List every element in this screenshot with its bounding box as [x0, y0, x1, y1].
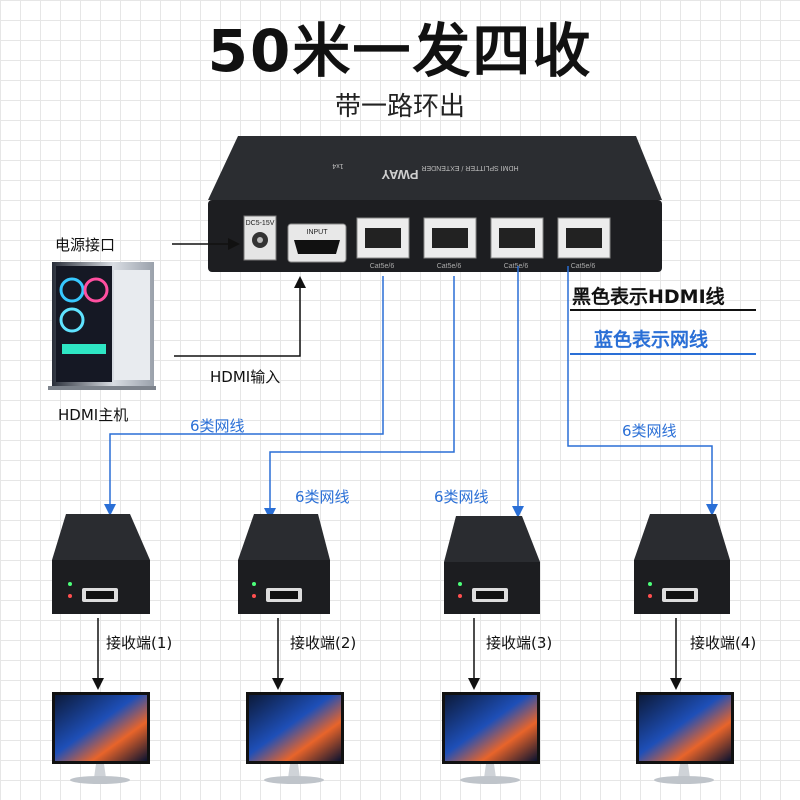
- legend-hdmi-line: 黑色表示HDMI线: [572, 286, 725, 308]
- receiver-label-1: 接收端(1): [106, 634, 173, 652]
- receiver-label-3: 接收端(3): [486, 634, 553, 652]
- network-line-4: [567, 266, 718, 516]
- receiver-label-4: 接收端(4): [690, 634, 757, 652]
- monitor-icon: [246, 692, 344, 784]
- receiver-device-4: [634, 514, 730, 614]
- rj45-port: Cat5e/6: [423, 217, 477, 270]
- rj45-port: Cat5e/6: [356, 217, 410, 270]
- monitor-icon: [636, 692, 734, 784]
- hdmi-line: [174, 276, 306, 357]
- cable-label-4: 6类网线: [622, 422, 677, 440]
- monitor-icon: [442, 692, 540, 784]
- page-title: 50米一发四收: [207, 17, 593, 85]
- legend-rule-black: [570, 309, 756, 311]
- power-port-label: 电源接口: [55, 236, 116, 254]
- cable-label-1: 6类网线: [190, 417, 245, 435]
- rj45-port: Cat5e/6: [490, 217, 544, 270]
- legend-network-line: 蓝色表示网线: [594, 329, 709, 351]
- splitter-device: PWAY HDMI SPLITTER / EXTENDER 1x4 DC5-15…: [208, 136, 662, 272]
- receiver-device-1: [52, 514, 150, 614]
- rj45-port: Cat5e/6: [557, 217, 611, 270]
- port-label: Cat5e/6: [437, 263, 462, 270]
- cable-label-2: 6类网线: [295, 488, 350, 506]
- splitter-brand: PWAY: [381, 167, 418, 182]
- hdmi-input-label: INPUT: [307, 229, 329, 236]
- port-label: Cat5e/6: [370, 263, 395, 270]
- port-label: Cat5e/6: [504, 263, 529, 270]
- host-label: HDMI主机: [58, 406, 129, 424]
- legend-rule-blue: [570, 353, 756, 355]
- hdmi-input-label: HDMI输入: [210, 368, 281, 386]
- monitor-icon: [52, 692, 150, 784]
- receiver-device-2: [238, 514, 330, 614]
- network-line-1: [104, 276, 384, 516]
- receiver-label-2: 接收端(2): [290, 634, 357, 652]
- network-line-2: [264, 276, 455, 520]
- receiver-device-3: [444, 516, 540, 614]
- pc-tower-icon: [48, 262, 156, 390]
- splitter-model: 1x4: [332, 162, 343, 169]
- power-port-label: DC5-15V: [246, 220, 275, 227]
- port-label: Cat5e/6: [571, 263, 596, 270]
- page-subtitle: 带一路环出: [334, 92, 465, 122]
- splitter-caption: HDMI SPLITTER / EXTENDER: [421, 164, 518, 171]
- cable-label-3: 6类网线: [434, 488, 489, 506]
